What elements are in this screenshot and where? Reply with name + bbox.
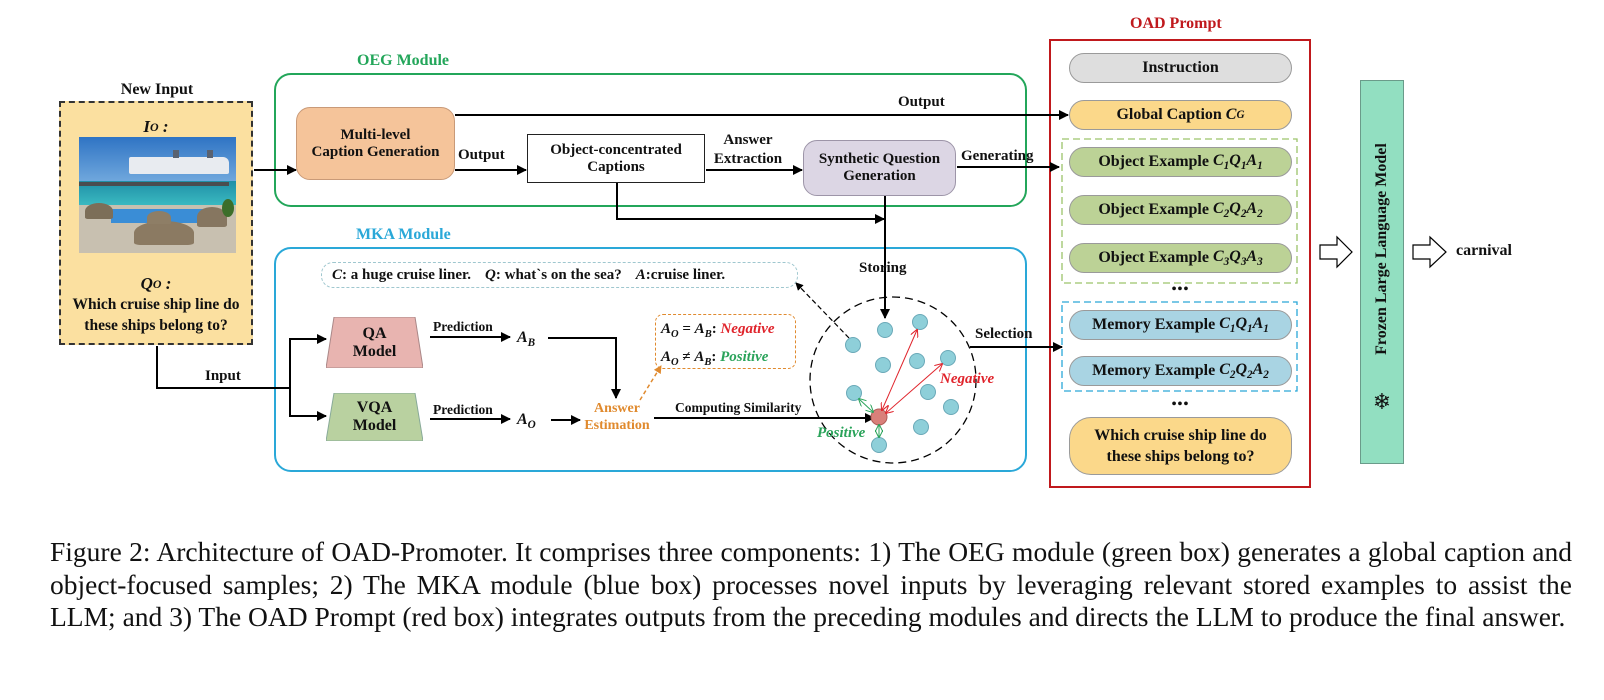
frozen-llm-label: Frozen Large Language Model	[1373, 143, 1390, 355]
cruise-ship	[129, 157, 229, 174]
object-example-pill: Object Example C2Q2A2	[1069, 195, 1292, 225]
object-examples-ellipsis: •••	[1171, 282, 1190, 297]
memory-dot	[912, 314, 928, 330]
memory-examples-group	[1061, 301, 1298, 392]
positive-link	[859, 399, 873, 412]
new-input-title: New Input	[120, 81, 194, 98]
arrow-obj-captions-to-storing	[616, 183, 885, 224]
figure-caption: Figure 2: Architecture of OAD-Promoter. …	[50, 536, 1572, 632]
negative-label: Negative	[940, 371, 995, 387]
vqa-model-shape	[326, 393, 423, 441]
rule-positive: AO ≠ AB: Positive	[661, 349, 769, 368]
caption-generation-box: Multi-level Caption Generation	[296, 107, 455, 180]
final-answer: carnival	[1456, 242, 1512, 259]
positive-label: Positive	[817, 425, 866, 441]
memory-dot	[909, 353, 925, 369]
answer-extraction-label: Answer Extraction	[713, 132, 783, 167]
arrow-estimation-to-rules	[639, 365, 662, 401]
oeg-module-frame	[274, 73, 1027, 207]
object-examples-group	[1061, 138, 1298, 284]
memory-example-pill: Memory Example C2Q2A2	[1069, 356, 1292, 386]
memory-dot	[940, 350, 956, 366]
memory-example-pill: Memory Example C1Q1A1	[1069, 310, 1292, 340]
input-label: Input	[205, 368, 241, 384]
prompt-question-pill: Which cruise ship line do these ships be…	[1069, 417, 1292, 475]
mka-module-frame	[274, 247, 1027, 472]
memory-dot	[845, 337, 861, 353]
snowflake-icon: ❄	[1372, 389, 1392, 415]
qa-model: QA Model	[352, 324, 397, 360]
instruction-pill: Instruction	[1069, 53, 1292, 83]
mka-module-title: MKA Module	[356, 226, 451, 243]
storing-label: Storing	[859, 260, 907, 276]
computing-similarity-label: Computing Similarity	[675, 400, 802, 415]
answer-ab: AB	[517, 329, 536, 350]
memory-dot	[871, 437, 887, 453]
arrow-ab-to-estimation	[548, 337, 621, 399]
object-captions-box: Object-concentrated Captions	[527, 134, 705, 183]
qa-prediction-label: Prediction	[433, 319, 493, 334]
memory-dot	[913, 419, 929, 435]
memory-dot	[943, 399, 959, 415]
stored-example-box: C : a huge cruise liner. Q : what`s on t…	[321, 262, 798, 288]
arrow-input-to-models	[156, 346, 290, 389]
oad-prompt-title: OAD Prompt	[1130, 15, 1222, 32]
memory-bank-circle	[809, 296, 977, 464]
vqa-model: VQA Model	[352, 399, 397, 434]
negative-link	[886, 364, 942, 413]
query-dot	[870, 408, 888, 426]
answer-estimation: Answer Estimation	[584, 401, 650, 433]
palm	[222, 199, 234, 217]
input-question-line1: Which cruise ship line do	[72, 296, 240, 313]
qa-model-shape	[326, 317, 423, 368]
memory-dot	[877, 322, 893, 338]
memory-examples-ellipsis: •••	[1171, 397, 1190, 412]
generating-label: Generating	[961, 148, 1034, 164]
pier	[79, 182, 229, 186]
selection-label: Selection	[975, 326, 1033, 342]
memory-dot	[875, 357, 891, 373]
hollow-arrow-to-llm	[1319, 235, 1353, 269]
memory-dot	[846, 385, 862, 401]
oad-prompt-frame	[1049, 39, 1311, 488]
input-image	[79, 137, 236, 253]
memory-dot	[920, 384, 936, 400]
output-label: Output	[458, 147, 505, 163]
estimation-rules-box: AO = AB: Negative AO ≠ AB: Positive	[655, 314, 796, 369]
frozen-llm-bar: Frozen Large Language Model ❄	[1360, 80, 1404, 464]
answer-ao: AO	[517, 411, 536, 432]
vqa-prediction-label: Prediction	[433, 402, 493, 417]
object-example-pill: Object Example C3Q3A3	[1069, 243, 1292, 273]
oeg-module-title: OEG Module	[357, 52, 450, 69]
object-example-pill: Object Example C1Q1A1	[1069, 147, 1292, 177]
rule-negative: AO = AB: Negative	[661, 321, 775, 340]
hollow-arrow-to-answer	[1412, 235, 1447, 269]
input-question-line2: these ships belong to?	[84, 317, 228, 334]
top-output-label: Output	[898, 94, 945, 110]
arrow-input-to-qa	[289, 334, 327, 388]
arrow-input-to-vqa	[289, 388, 327, 421]
umbrella	[134, 221, 194, 245]
synthetic-question-box: Synthetic Question Generation	[803, 140, 956, 196]
arrow-memory-to-example	[795, 282, 850, 339]
